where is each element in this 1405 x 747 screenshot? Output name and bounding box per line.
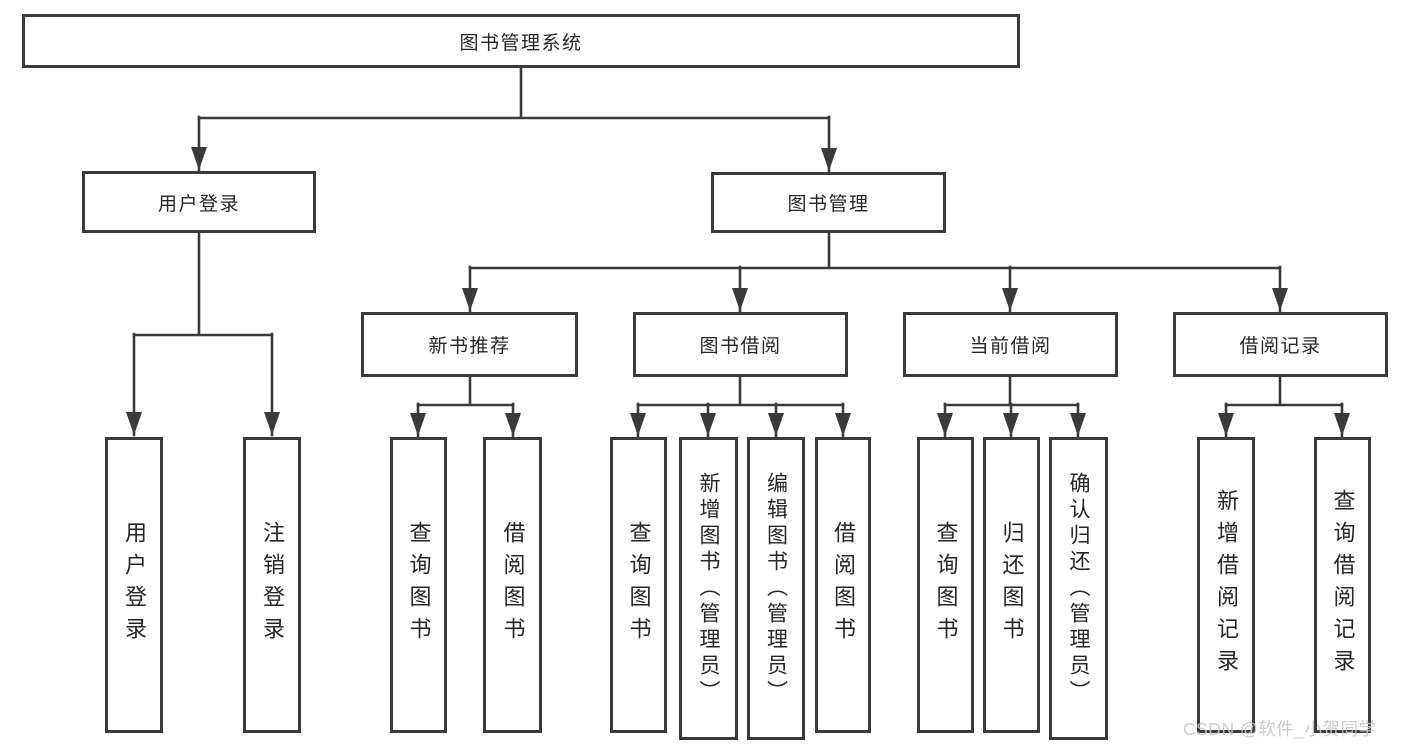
csdn-watermark: CSDN @软件_小贺同学	[1183, 719, 1377, 739]
leaf-borrow-borrow-book: 借阅图书	[815, 437, 871, 733]
leaf-user-login: 用户登录	[105, 437, 163, 733]
node-book-management-label: 图书管理	[787, 194, 870, 215]
node-book-borrow-label: 图书借阅	[699, 336, 782, 357]
node-new-book-recommend-label: 新书推荐	[428, 336, 511, 357]
node-current-borrow-label: 当前借阅	[969, 336, 1052, 357]
leaf-recommend-borrow-book: 借阅图书	[483, 437, 542, 733]
leaf-borrow-query-book: 查询图书	[610, 437, 667, 733]
node-new-book-recommend: 新书推荐	[361, 312, 578, 377]
node-book-management: 图书管理	[711, 172, 946, 233]
connector-book-borrow	[636, 375, 845, 407]
leaf-current-return-book: 归还图书	[983, 437, 1040, 733]
leaf-borrow-add-book-admin: 新增图书（管理员）	[679, 437, 738, 740]
leaf-logout: 注销登录	[243, 437, 301, 733]
node-user-login: 用户登录	[82, 171, 316, 233]
connector-root	[197, 66, 831, 120]
connector-book-management	[468, 231, 1282, 270]
node-borrow-record: 借阅记录	[1173, 312, 1388, 377]
node-user-login-label: 用户登录	[157, 193, 240, 215]
node-current-borrow: 当前借阅	[903, 312, 1118, 377]
node-root: 图书管理系统	[22, 14, 1020, 68]
leaf-borrow-edit-book-admin: 编辑图书（管理员）	[747, 437, 805, 740]
leaf-record-query-record: 查询借阅记录	[1314, 437, 1371, 733]
node-borrow-record-label: 借阅记录	[1239, 336, 1322, 357]
leaf-current-confirm-return-admin: 确认归还（管理员）	[1049, 437, 1108, 740]
connector-user-login	[132, 231, 274, 337]
connector-borrow-record	[1224, 375, 1344, 407]
connector-new-book-recommend	[416, 375, 515, 407]
leaf-record-add-record: 新增借阅记录	[1197, 437, 1255, 733]
leaf-recommend-query-book: 查询图书	[390, 437, 447, 733]
leaf-current-query-book: 查询图书	[917, 437, 974, 733]
node-book-borrow: 图书借阅	[633, 312, 848, 377]
node-root-label: 图书管理系统	[459, 32, 583, 54]
connector-current-borrow	[943, 375, 1080, 407]
